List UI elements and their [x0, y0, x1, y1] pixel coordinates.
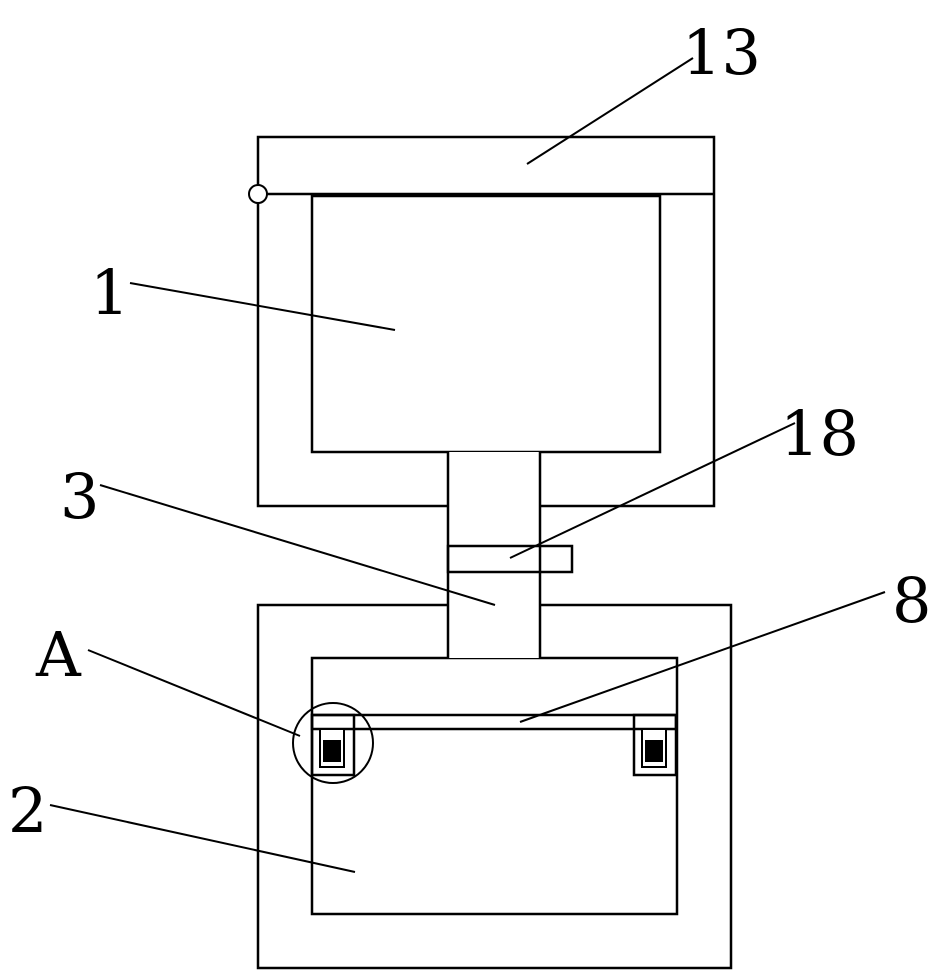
hinge-icon — [248, 184, 268, 204]
upper-housing — [248, 135, 716, 508]
lower-housing — [256, 603, 733, 970]
label-18: 18 — [780, 397, 859, 470]
label-1: 1 — [90, 256, 129, 329]
label-3: 3 — [60, 460, 99, 533]
connecting-pipe — [446, 452, 574, 658]
reference-labels: 13 1 18 3 8 A 2 — [8, 16, 931, 847]
label-a: A — [35, 618, 82, 691]
right-seal-block — [632, 713, 678, 777]
left-seal-block — [310, 713, 356, 777]
label-13: 13 — [682, 16, 761, 89]
filter-assembly — [292, 702, 678, 784]
leader-lines — [49, 57, 886, 873]
label-8: 8 — [892, 564, 931, 637]
detail-circle-a — [292, 702, 374, 784]
valve — [446, 544, 574, 574]
label-2: 2 — [8, 774, 47, 847]
